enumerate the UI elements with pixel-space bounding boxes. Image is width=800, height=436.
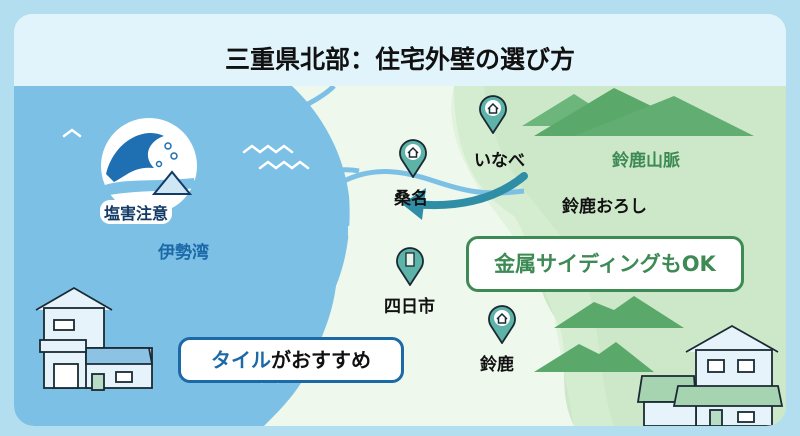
callout-metal-siding: 金属サイディングもOK: [466, 236, 744, 292]
callout-metal-siding-text: 金属サイディングもOK: [494, 252, 716, 276]
callout-tile: タイルがおすすめ: [178, 337, 404, 383]
pin-yokkaichi[interactable]: [396, 246, 424, 286]
city-label-yokkaichi: 四日市: [384, 297, 435, 317]
pin-kuwana[interactable]: [399, 138, 427, 178]
header: 三重県北部：住宅外壁の選び方: [14, 14, 786, 86]
city-label-kuwana: 桑名: [394, 189, 428, 209]
page-title: 三重県北部：住宅外壁の選び方: [224, 45, 575, 74]
building-icon: [405, 252, 415, 267]
salt-warning-label: 塩害注意: [100, 200, 173, 224]
sea-label: 伊勢湾: [158, 243, 209, 263]
coastal-house: [35, 286, 154, 391]
city-label-suzuka: 鈴鹿: [480, 355, 514, 375]
pin-inabe[interactable]: [479, 94, 507, 134]
mountain-label: 鈴鹿山脈: [612, 151, 680, 171]
wind-arrow: [410, 172, 528, 210]
callout-tile-text: がおすすめ: [271, 348, 371, 372]
callout-tile-highlight: タイル: [211, 348, 271, 372]
wave-salt-icon: [101, 118, 197, 214]
river-north: [257, 86, 360, 178]
house-icon: [407, 146, 419, 158]
city-label-inabe: いなべ: [474, 151, 525, 171]
house-icon: [496, 312, 508, 324]
wind-label: 鈴鹿おろし: [562, 197, 647, 217]
inland-house: [636, 324, 784, 426]
suzuka-mountains: [522, 88, 754, 136]
pin-suzuka[interactable]: [488, 304, 516, 344]
house-icon: [487, 102, 499, 114]
